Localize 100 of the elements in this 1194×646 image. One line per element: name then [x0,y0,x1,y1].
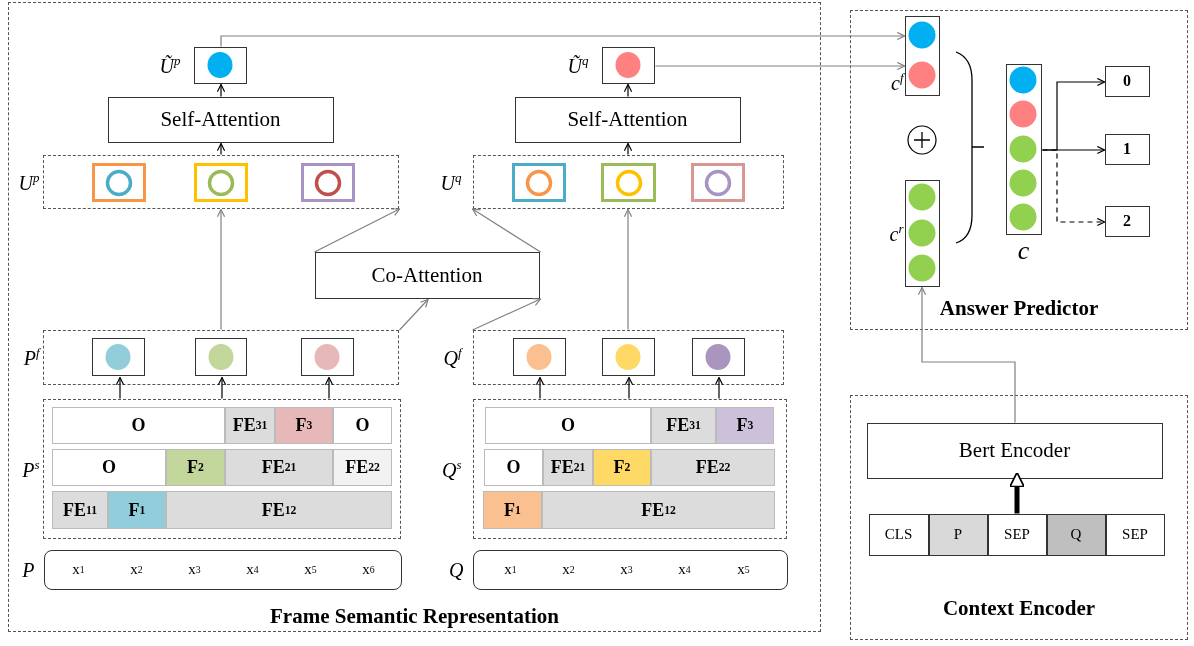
token-cell [868,513,929,556]
arrow [535,376,545,400]
section-title: Context Encoder [941,596,1097,621]
cell-label: O [101,456,117,479]
frame-cell [485,407,651,444]
vector-box [513,338,566,376]
cell-label: O [560,414,576,437]
frame-cell [716,407,774,444]
arrow [1009,471,1025,514]
output-label: 0 [1122,71,1132,91]
frame-cell [275,407,333,444]
cell-label: O [354,414,371,437]
vector-box [92,338,145,376]
frame-cell [52,449,166,486]
vector-label: c$^{f}$ [891,70,904,93]
frame-cell [52,491,108,529]
arrow [398,298,429,331]
frame-cell [651,407,716,444]
vector-box [691,163,745,202]
arrow [623,83,633,98]
process-box [866,422,1163,479]
token-cell [987,513,1047,556]
arrow [623,208,633,331]
token-label: SEP [1121,525,1149,544]
output-box [1104,133,1150,165]
box-label: Self-Attention [159,106,282,133]
vector-label: c [1017,237,1030,264]
token-cell [928,513,988,556]
output-box [1104,65,1150,97]
token-label: Q [1069,525,1083,544]
token-label: P [952,525,964,544]
arrow [217,376,227,400]
vector-box [692,338,745,376]
vector-box [301,338,354,376]
output-box [1104,205,1150,237]
vector-box [301,163,355,202]
vector-label: P$^{s}$ [22,457,40,480]
arrow [917,286,1016,424]
vector-label: Ũ$^{q}$ [567,54,589,76]
arrow [324,376,334,400]
arrow [216,142,226,156]
box-label: Self-Attention [566,106,689,133]
dashed-group [850,395,1188,640]
cell-label: O [505,456,522,479]
box-label: Bert Encoder [957,437,1072,464]
vector-box [92,163,146,202]
arrow [1041,149,1106,227]
frame-cell [542,491,775,529]
section-title: Frame Semantic Representation [269,604,560,629]
arrow [216,83,226,98]
arrow [624,376,634,400]
arrow [623,142,633,156]
process-box [514,96,741,143]
vector-label: P$^{f}$ [23,346,40,368]
output-label: 2 [1122,211,1132,231]
token-cell [1046,513,1106,556]
token-cell [1105,513,1165,556]
vector-box [602,338,655,376]
frame-cell [543,449,593,486]
sequence-label: Q [449,559,464,580]
arrow [220,31,906,48]
token-label: SEP [1003,525,1031,544]
output-label: 1 [1122,139,1132,159]
arrow [471,208,542,253]
frame-cell [333,407,392,444]
vector-label: Q$^{f}$ [443,346,462,368]
sequence-label: P [22,559,35,580]
vector-label: U$^{p}$ [18,170,40,193]
vector-label: Ũ$^{p}$ [159,54,181,76]
frame-cell [484,449,543,486]
token-label: CLS [883,525,914,544]
vector-box [601,163,656,202]
process-box [314,251,540,299]
frame-cell [651,449,775,486]
frame-cell [225,407,275,444]
arrow [471,298,542,331]
frame-cell [333,449,392,486]
box-label: Co-Attention [370,261,484,289]
arrow [313,208,401,253]
arrow [115,376,125,400]
arrow [714,376,724,400]
frame-cell [166,449,225,486]
dashed-group [8,2,821,632]
vector-box [512,163,566,202]
dashed-group [850,10,1188,330]
frame-cell [108,491,166,529]
arrow [654,61,906,71]
vector-label: Q$^{s}$ [442,457,462,480]
frame-cell [166,491,392,529]
frame-cell [225,449,333,486]
frame-cell [593,449,651,486]
vector-box [194,163,248,202]
vector-label: U$^{q}$ [440,170,462,193]
section-title: Answer Predictor [938,296,1100,321]
frame-cell [52,407,225,444]
arrow [216,208,226,331]
cell-label: O [130,414,147,437]
process-box [107,96,334,143]
vector-box [195,338,247,376]
frame-cell [483,491,542,529]
